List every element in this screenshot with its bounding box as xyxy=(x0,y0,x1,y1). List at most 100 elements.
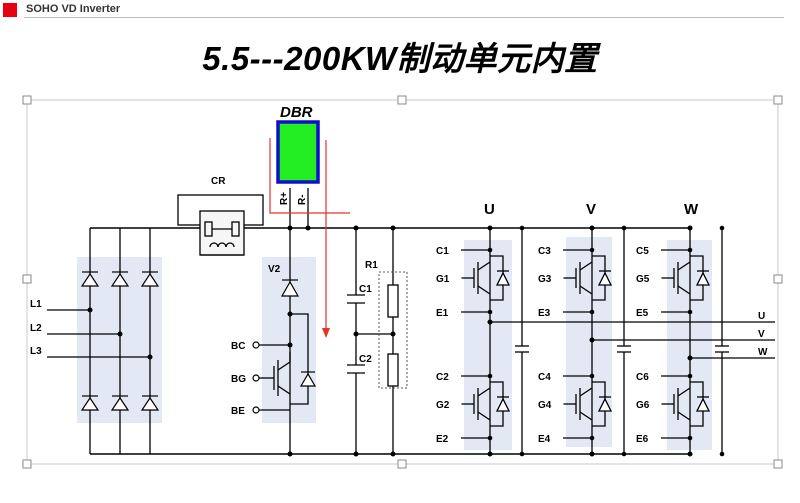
label-c2: C2 xyxy=(359,354,372,365)
gate-label: G4 xyxy=(538,400,552,411)
phase-label: V xyxy=(586,201,596,218)
output-node xyxy=(487,319,493,325)
cr-relay xyxy=(177,194,264,256)
igbt-switch xyxy=(661,249,711,313)
collector-node xyxy=(687,373,693,379)
capacitor-node xyxy=(719,451,725,457)
emitter-label: E6 xyxy=(636,434,649,445)
snubber-capacitor xyxy=(515,228,529,454)
bus-node xyxy=(687,451,693,457)
collector-node xyxy=(687,247,693,253)
frame-handle xyxy=(397,459,407,469)
dc-link-nodes xyxy=(353,225,396,457)
gate-terminal xyxy=(558,275,564,281)
bus-node xyxy=(487,225,493,231)
gate-label: G2 xyxy=(436,400,450,411)
emitter-node xyxy=(687,435,693,441)
frame-handle xyxy=(22,95,32,105)
frame-handle xyxy=(773,459,783,469)
brand-name: SOHO VD Inverter xyxy=(26,3,121,15)
collector-node xyxy=(487,373,493,379)
label-v2: V2 xyxy=(268,264,281,275)
phase-label: U xyxy=(484,201,495,218)
gate-label: G6 xyxy=(636,400,650,411)
gate-terminal xyxy=(456,401,462,407)
rectifier-bridge xyxy=(47,228,151,454)
gate-label: G1 xyxy=(436,274,450,285)
emitter-node xyxy=(589,309,595,315)
gate-terminal xyxy=(558,401,564,407)
bus-node xyxy=(487,451,493,457)
frame-handle xyxy=(397,95,407,105)
terminal-be: BE xyxy=(231,406,245,417)
capacitor-node xyxy=(719,225,725,231)
gate-terminal xyxy=(656,275,662,281)
collector-label: C3 xyxy=(538,246,551,257)
collector-node xyxy=(589,247,595,253)
collector-label: C2 xyxy=(436,372,449,383)
emitter-node xyxy=(687,309,693,315)
output-w: W xyxy=(758,347,768,358)
input-l3: L3 xyxy=(30,346,42,357)
gate-label: G3 xyxy=(538,274,552,285)
label-c1: C1 xyxy=(359,284,372,295)
output-node xyxy=(687,355,693,361)
bus-node xyxy=(687,225,693,231)
brake-chopper xyxy=(258,188,309,454)
module-shading xyxy=(77,237,712,450)
header-bar: SOHO VD Inverter xyxy=(0,0,800,20)
brake-terminals xyxy=(252,341,260,414)
dbr-resistor xyxy=(276,120,320,184)
label-r1: R1 xyxy=(365,260,378,271)
resistor-upper xyxy=(387,284,399,318)
collector-node xyxy=(487,247,493,253)
frame-handle xyxy=(773,95,783,105)
brake-nodes xyxy=(287,225,311,457)
bus-node xyxy=(589,225,595,231)
phase-v-module xyxy=(566,237,612,447)
brake-diodes xyxy=(280,279,317,387)
capacitor-node xyxy=(621,451,627,457)
gate-label: G5 xyxy=(636,274,650,285)
feedback-line xyxy=(269,138,350,214)
igbt-switch xyxy=(563,249,613,313)
frame-handle xyxy=(22,459,32,469)
emitter-label: E2 xyxy=(436,434,449,445)
emitter-label: E1 xyxy=(436,308,449,319)
emitter-label: E3 xyxy=(538,308,551,319)
r1-bracket xyxy=(378,271,408,389)
snubber-capacitor xyxy=(617,228,631,454)
pin-r-minus: R- xyxy=(297,194,308,205)
capacitor-node xyxy=(621,225,627,231)
label-cr: CR xyxy=(211,176,226,187)
input-l1: L1 xyxy=(30,299,42,310)
collector-label: C5 xyxy=(636,246,649,257)
output-lines xyxy=(490,321,775,359)
terminal-bg: BG xyxy=(231,374,246,385)
rectifier-diodes xyxy=(80,271,160,411)
igbt-switch xyxy=(563,375,613,439)
igbt-switch xyxy=(461,375,511,439)
igbt-switch xyxy=(461,249,511,313)
emitter-node xyxy=(589,435,595,441)
output-v: V xyxy=(758,329,765,340)
collector-node xyxy=(589,373,595,379)
frame-handle xyxy=(773,274,783,284)
capacitor-node xyxy=(519,451,525,457)
input-l2: L2 xyxy=(30,323,42,334)
rectifier-nodes xyxy=(87,307,153,360)
resistor-lower xyxy=(387,353,399,387)
gate-terminal xyxy=(656,401,662,407)
emitter-node xyxy=(487,309,493,315)
collector-label: C6 xyxy=(636,372,649,383)
header-rule xyxy=(24,17,784,18)
page-title: 5.5---200KW制动单元内置 xyxy=(202,40,598,77)
collector-label: C4 xyxy=(538,372,551,383)
output-u: U xyxy=(758,311,765,322)
gate-terminal xyxy=(456,275,462,281)
